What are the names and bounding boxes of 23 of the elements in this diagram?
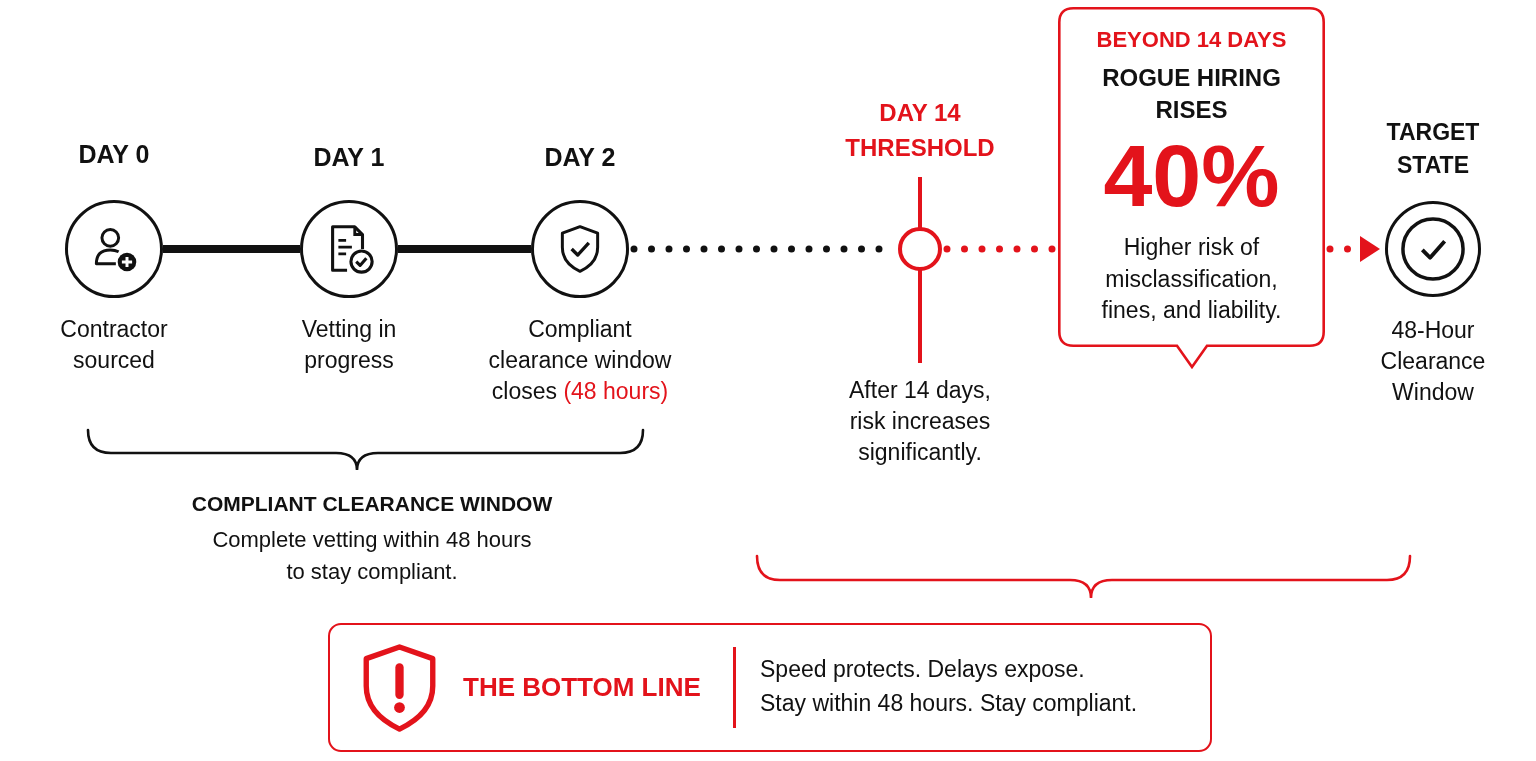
threshold-caption: After 14 days, risk increases significantly.: [848, 376, 992, 467]
day-heading: DAY 2: [543, 142, 617, 172]
solid-line: [163, 245, 300, 253]
milestone-caption: Compliant clearance window closes (48 hours): [487, 315, 673, 406]
panel-text: Speed protects. Delays expose.: [760, 655, 1085, 684]
callout-subheading: ROGUE HIRING RISES: [1101, 63, 1282, 125]
bracket-note: Complete vetting within 48 hours to stay compliant.: [211, 526, 533, 586]
day-heading: DAY 0: [77, 139, 151, 169]
summary-panel: [328, 623, 1212, 752]
threshold-heading: DAY 14 THRESHOLD: [844, 98, 996, 163]
panel-heading: THE BOTTOM LINE: [463, 671, 701, 703]
milestone-caption: 48-Hour Clearance Window: [1379, 316, 1487, 407]
milestone-caption: Contractor sourced: [59, 315, 169, 375]
solid-line: [398, 245, 531, 253]
panel-text: Stay within 48 hours. Stay compliant.: [760, 689, 1138, 718]
state-heading: TARGET STATE: [1385, 118, 1481, 180]
callout-heading: BEYOND 14 DAYS: [1095, 26, 1288, 54]
milestone-caption: Vetting in progress: [300, 315, 398, 375]
day-heading: DAY 1: [312, 142, 386, 172]
callout-text: Higher risk of misclassification, fines, and liability.: [1100, 233, 1283, 325]
dotted-line: [943, 245, 1057, 253]
percentage-value: 40%: [1102, 141, 1281, 211]
bracket-heading: COMPLIANT CLEARANCE WINDOW: [190, 491, 554, 517]
